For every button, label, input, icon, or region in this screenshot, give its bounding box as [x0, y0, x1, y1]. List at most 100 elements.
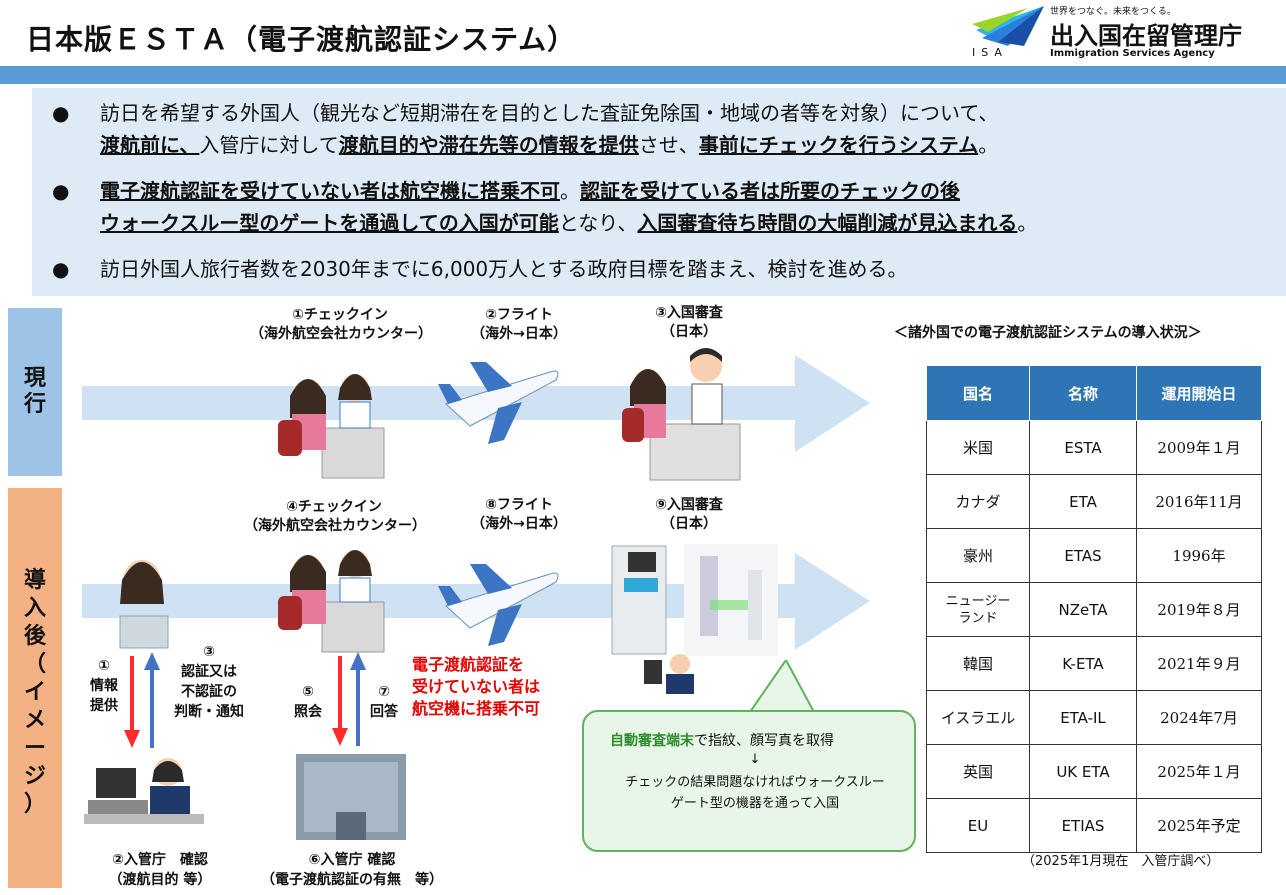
emph: 渡航前に、 — [100, 133, 200, 157]
warning-line: 受けていない者は — [412, 677, 541, 696]
bullet-2-line-2: ウォークスルー型のゲートを通過しての入国が可能となり、入国審査待ち時間の大幅削減… — [100, 208, 1037, 239]
label-num: ① — [98, 658, 110, 674]
label-num: ⑦ — [378, 684, 390, 700]
section-future-label: ー — [23, 736, 46, 761]
emph: 事前にチェックを行うシステム — [698, 133, 979, 157]
stage-sub: （海外航空会社カウンター） — [244, 518, 426, 534]
label-line: 不認証の — [181, 684, 237, 700]
cell-date: 2019年８月 — [1136, 582, 1262, 637]
section-future-label: （ — [23, 652, 46, 677]
section-current-label-1: 現 — [23, 366, 46, 391]
section-future-label: 後 — [23, 624, 46, 649]
checkin-counter-icon — [278, 374, 385, 479]
stage-title: ④チェックイン — [286, 499, 382, 515]
cell-date: 2016年11月 — [1136, 474, 1262, 529]
cell-date: 2025年１月 — [1136, 744, 1262, 799]
warning-line: 航空機に搭乗不可 — [412, 699, 541, 718]
cell-date: 1996年 — [1136, 528, 1262, 583]
emph: 渡航目的や滞在先等の情報を提供 — [338, 133, 639, 157]
cell-name: NZeTA — [1029, 582, 1137, 637]
section-future-label: イ — [23, 680, 46, 705]
cell-country: 米国 — [926, 420, 1030, 475]
text: となり、 — [558, 211, 638, 235]
cell-date: 2009年１月 — [1136, 420, 1262, 475]
label-line: 認証又は — [181, 664, 237, 680]
officer-pc-icon — [84, 758, 204, 824]
cell-country: 豪州 — [926, 528, 1030, 583]
emph: ウォークスルー型のゲートを通過しての入国が可能 — [100, 211, 559, 235]
cell-country: ニュージーランド — [926, 582, 1030, 637]
stage-checkin-future: ④チェックイン （海外航空会社カウンター） — [244, 498, 426, 536]
stage-sub: （日本） — [661, 324, 717, 340]
checkin-counter-icon — [278, 550, 385, 653]
section-future-label: 導 — [23, 568, 46, 593]
cell-name: UK ETA — [1029, 744, 1137, 799]
text: させ、 — [638, 133, 699, 157]
cell-country: イスラエル — [926, 690, 1030, 745]
label-provide-info: ① 情報 提供 — [84, 656, 124, 716]
logo-isa: ISA — [972, 46, 1008, 59]
section-current: 現 行 — [8, 308, 62, 476]
cell-country: 英国 — [926, 744, 1030, 799]
section-future-label: 入 — [23, 596, 46, 621]
caption-immigration-check-2: ②入管庁 確認 （渡航目的 等） — [90, 850, 230, 890]
cell-name: K-ETA — [1029, 636, 1137, 691]
stage-flight-current: ②フライト （海外→日本） — [460, 306, 578, 344]
bullet-dot: ● — [52, 179, 70, 203]
intro-box: ● 訪日を希望する外国人（観光など短期滞在を目的とした査証免除国・地域の者等を対… — [32, 88, 1286, 296]
stage-sub: （海外→日本） — [471, 326, 567, 342]
staff-terminal-icon — [644, 654, 694, 694]
caption-immigration-check-6: ⑥入管庁 確認 （電子渡航認証の有無 等） — [252, 850, 452, 890]
isa-logo-icon — [972, 6, 1044, 46]
cell-country: 韓国 — [926, 636, 1030, 691]
note-line-1: 自動審査端末で指紋、顔写真を取得 — [610, 730, 834, 750]
label-query: ⑤ 照会 — [288, 682, 328, 722]
section-future-label: ） — [23, 792, 46, 817]
stage-title: ①チェックイン — [292, 307, 388, 323]
bullet-1-line-2: 渡航前に、入管庁に対して渡航目的や滞在先等の情報を提供させ、事前にチェックを行う… — [100, 130, 998, 161]
bullet-dot: ● — [52, 101, 70, 125]
table-header-row: 国名 名称 運用開始日 — [926, 365, 1262, 421]
section-future: 導 入 後 （ イ メ ー ジ ） — [8, 488, 62, 888]
label-line: 情報 — [90, 678, 118, 694]
stage-title: ②フライト — [485, 307, 553, 323]
caption-line: ②入管庁 確認 — [112, 852, 208, 868]
cell-country: カナダ — [926, 474, 1030, 529]
table-note: （2025年1月現在 入管庁調べ） — [1022, 854, 1220, 869]
logo-name: 出入国在留管理庁 — [1050, 22, 1242, 50]
stage-sub: （海外→日本） — [471, 516, 567, 532]
cell-date: 2021年９月 — [1136, 636, 1262, 691]
arrow-provide-info — [124, 656, 140, 748]
arrow-answer — [350, 652, 366, 746]
note-text: で指紋、顔写真を取得 — [694, 733, 834, 749]
logo-en: Immigration Services Agency — [1050, 48, 1215, 59]
text: 。 — [978, 133, 999, 157]
table-header-date: 運用開始日 — [1136, 365, 1262, 421]
cell-date: 2024年7月 — [1136, 690, 1262, 745]
cell-name: ETAS — [1029, 528, 1137, 583]
boarding-warning: 電子渡航認証を 受けていない者は 航空機に搭乗不可 — [412, 654, 562, 720]
emph: 電子渡航認証を受けていない者は航空機に搭乗不可 — [100, 179, 560, 203]
note-arrow: ↓ — [749, 752, 761, 767]
cell-name: ETA — [1029, 474, 1137, 529]
auto-gate-note — [582, 710, 916, 852]
applicant-laptop-icon — [119, 560, 169, 649]
airplane-icon — [438, 362, 559, 444]
label-num: ③ — [203, 644, 215, 660]
label-line: 照会 — [294, 704, 322, 720]
warning-line: 電子渡航認証を — [412, 655, 525, 674]
note-tail — [750, 660, 816, 713]
auto-gate-kiosk-icon — [611, 544, 778, 656]
stage-sub: （日本） — [661, 516, 717, 532]
caption-line: （電子渡航認証の有無 等） — [261, 872, 443, 888]
airplane-icon — [438, 564, 559, 646]
stage-immigration-future: ⑨入国審査 （日本） — [630, 496, 748, 534]
stage-immigration-current: ③入国審査 （日本） — [630, 304, 748, 342]
note-line-3: ゲート型の機器を通って入国 — [670, 796, 840, 811]
office-building-icon — [296, 754, 406, 840]
